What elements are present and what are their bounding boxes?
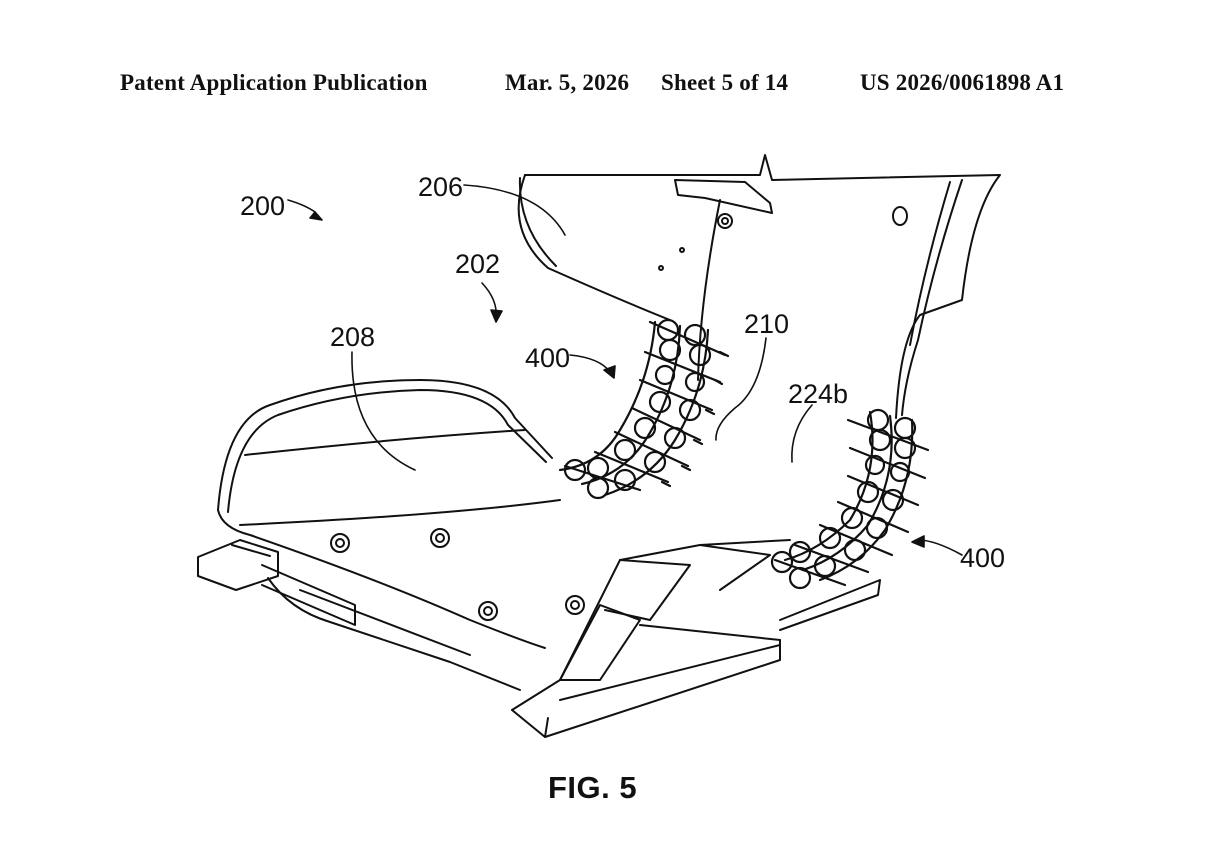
- publication-title: Patent Application Publication: [120, 70, 428, 95]
- ref-label-202: 202: [455, 249, 500, 279]
- sheet-number: Sheet 5 of 14: [661, 70, 789, 95]
- ref-label-208: 208: [330, 322, 375, 352]
- seat-back: [517, 154, 1001, 419]
- leader-lines: [287, 184, 963, 556]
- ref-label-206: 206: [418, 172, 463, 202]
- left-chain-mechanism: [558, 318, 730, 500]
- seat-cushion: [217, 379, 585, 649]
- right-chain-mechanism: [770, 408, 930, 590]
- publication-number: US 2026/0061898 A1: [860, 70, 1065, 95]
- ref-label-400-left: 400: [525, 343, 570, 373]
- publication-date: Mar. 5, 2026: [505, 70, 630, 95]
- page-header: Patent Application Publication Mar. 5, 2…: [0, 70, 1206, 106]
- ref-label-400-right: 400: [960, 543, 1005, 573]
- figure-caption: FIG. 5: [548, 770, 638, 805]
- ref-label-200: 200: [240, 191, 285, 221]
- ref-label-224b: 224b: [788, 379, 848, 409]
- ref-label-210: 210: [744, 309, 789, 339]
- seat-base-frame: [197, 539, 881, 738]
